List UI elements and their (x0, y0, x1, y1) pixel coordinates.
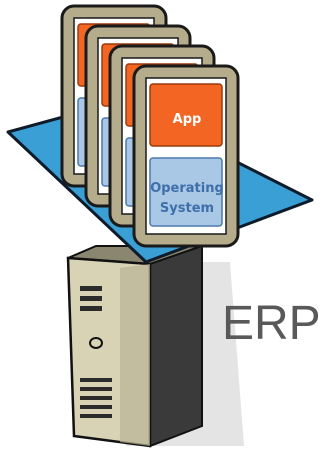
vent-slot-5 (80, 414, 112, 418)
server-tower (66, 245, 203, 448)
vm-stack (60, 4, 240, 248)
drive-bay-1 (80, 286, 102, 291)
vent-slot-3 (80, 396, 112, 400)
os-block (149, 157, 223, 227)
vent-slot-4 (80, 405, 112, 409)
app-block (149, 83, 223, 147)
vm-card-front (132, 64, 240, 248)
drive-bay-2 (80, 296, 102, 301)
os-label-line1: Operating (150, 181, 224, 196)
server-front-shade (120, 264, 150, 446)
vent-slot-2 (80, 387, 112, 391)
server-label: ERP (222, 297, 321, 350)
power-button (89, 337, 103, 349)
vent-slot-1 (80, 378, 112, 382)
server-side (149, 245, 203, 448)
os-label-line2: System (160, 201, 214, 216)
app-label: App (173, 112, 202, 127)
drive-bay-3 (80, 306, 102, 311)
